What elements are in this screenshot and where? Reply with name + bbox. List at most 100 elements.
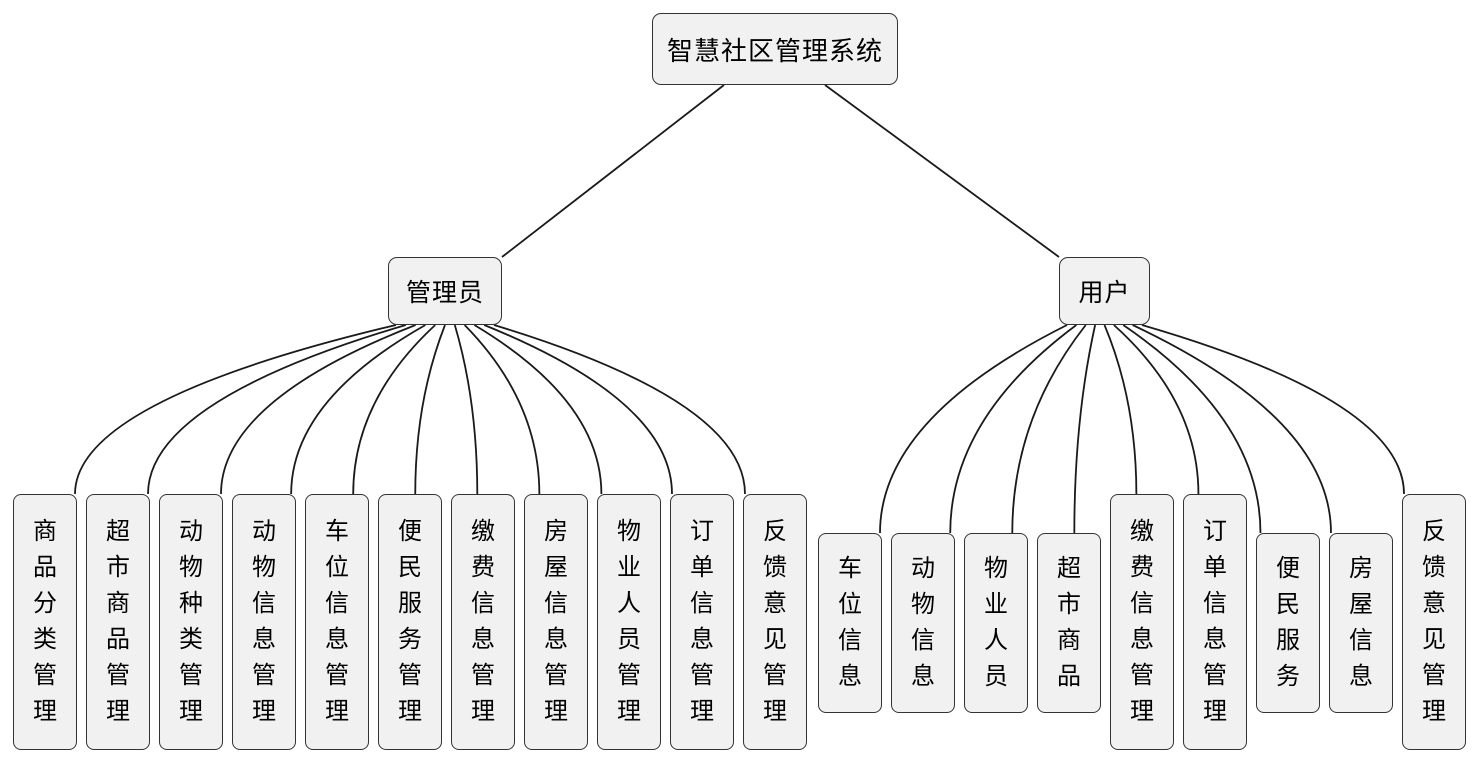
leaf-label-char: 人 <box>617 591 641 617</box>
leaf-label-char: 屋 <box>544 555 568 581</box>
connector-line <box>74 324 397 495</box>
leaf-label-char: 房 <box>544 519 568 545</box>
leaf-node-admin-7: 缴费信息管理 <box>451 494 515 750</box>
leaf-label-char: 位 <box>838 592 862 618</box>
branch-node-admin-label: 管理员 <box>405 280 484 307</box>
connector-line <box>879 324 1068 534</box>
leaf-label-char: 民 <box>1276 592 1300 618</box>
leaf-label-char: 服 <box>398 591 422 617</box>
connector-line <box>473 324 603 495</box>
leaf-node-user-1: 车位信息 <box>818 533 882 713</box>
leaf-label-char: 理 <box>252 699 276 725</box>
leaf-label-char: 信 <box>1130 591 1154 617</box>
leaf-label-char: 员 <box>984 664 1008 690</box>
leaf-label-char: 理 <box>1130 699 1154 725</box>
leaf-label-char: 反 <box>763 519 787 545</box>
leaf-label-char: 管 <box>544 663 568 689</box>
leaf-label-char: 管 <box>325 663 349 689</box>
leaf-label-char: 反 <box>1422 519 1446 545</box>
leaf-label-char: 类 <box>179 627 203 653</box>
leaf-node-admin-1: 商品分类管理 <box>13 494 77 750</box>
leaf-node-user-7: 便民服务 <box>1256 533 1320 713</box>
leaf-label-char: 动 <box>252 519 276 545</box>
leaf-label-char: 管 <box>690 663 714 689</box>
leaf-node-user-8: 房屋信息 <box>1329 533 1393 713</box>
branch-node-user: 用户 <box>1059 257 1150 325</box>
leaf-node-user-9: 反馈意见管理 <box>1402 494 1466 750</box>
leaf-label-char: 人 <box>984 628 1008 654</box>
leaf-label-char: 品 <box>106 627 130 653</box>
leaf-label-char: 商 <box>106 591 130 617</box>
leaf-label-char: 商 <box>33 519 57 545</box>
connector-line <box>824 84 1060 258</box>
leaf-label-char: 管 <box>763 663 787 689</box>
leaf-label-char: 车 <box>325 519 349 545</box>
leaf-label-char: 理 <box>1203 699 1227 725</box>
leaf-label-char: 见 <box>1422 627 1446 653</box>
leaf-node-admin-9: 物业人员管理 <box>597 494 661 750</box>
leaf-label-char: 管 <box>1130 663 1154 689</box>
leaf-label-char: 理 <box>690 699 714 725</box>
leaf-label-char: 息 <box>544 627 568 653</box>
leaf-label-char: 理 <box>325 699 349 725</box>
connector-line <box>290 324 426 495</box>
leaf-label-char: 员 <box>617 627 641 653</box>
leaf-label-char: 管 <box>398 663 422 689</box>
leaf-label-char: 订 <box>1203 519 1227 545</box>
leaf-label-char: 见 <box>763 627 787 653</box>
leaf-label-char: 信 <box>690 591 714 617</box>
leaf-label-char: 种 <box>179 591 203 617</box>
leaf-label-char: 信 <box>471 591 495 617</box>
connector-line <box>1113 324 1200 495</box>
connector-line <box>147 324 407 495</box>
leaf-label-char: 屋 <box>1349 592 1373 618</box>
connector-line <box>414 324 446 495</box>
leaf-label-char: 息 <box>1203 627 1227 653</box>
leaf-label-char: 位 <box>325 555 349 581</box>
leaf-node-admin-6: 便民服务管理 <box>378 494 442 750</box>
leaf-node-user-5: 缴费信息管理 <box>1110 494 1174 750</box>
connector-line <box>463 324 541 495</box>
branch-node-user-label: 用户 <box>1078 280 1131 307</box>
connector-line <box>949 324 1077 534</box>
leaf-label-char: 单 <box>1203 555 1227 581</box>
leaf-label-char: 缴 <box>471 519 495 545</box>
leaf-label-char: 管 <box>252 663 276 689</box>
leaf-label-char: 商 <box>1057 628 1081 654</box>
leaf-label-char: 馈 <box>1422 555 1446 581</box>
leaf-label-char: 物 <box>179 555 203 581</box>
leaf-node-user-4: 超市商品 <box>1037 533 1101 713</box>
leaf-node-admin-11: 反馈意见管理 <box>743 494 807 750</box>
connector-line <box>483 324 673 495</box>
leaf-label-char: 费 <box>471 555 495 581</box>
leaf-label-char: 民 <box>398 555 422 581</box>
leaf-label-char: 信 <box>1203 591 1227 617</box>
leaf-label-char: 管 <box>33 663 57 689</box>
leaf-label-char: 物 <box>911 592 935 618</box>
leaf-label-char: 车 <box>838 556 862 582</box>
leaf-label-char: 房 <box>1349 556 1373 582</box>
leaf-node-user-3: 物业人员 <box>964 533 1028 713</box>
leaf-label-char: 信 <box>252 591 276 617</box>
leaf-node-admin-10: 订单信息管理 <box>670 494 734 750</box>
leaf-label-char: 管 <box>617 663 641 689</box>
leaf-label-char: 息 <box>1349 664 1373 690</box>
leaf-node-admin-3: 动物种类管理 <box>159 494 223 750</box>
connector-line <box>501 84 725 258</box>
leaf-label-char: 信 <box>544 591 568 617</box>
leaf-node-admin-5: 车位信息管理 <box>305 494 369 750</box>
connector-line <box>220 324 416 495</box>
leaf-label-char: 理 <box>544 699 568 725</box>
leaf-label-char: 理 <box>1422 699 1446 725</box>
leaf-label-char: 物 <box>617 519 641 545</box>
connector-line <box>493 324 746 495</box>
leaf-label-char: 息 <box>325 627 349 653</box>
leaf-node-admin-2: 超市商品管理 <box>86 494 150 750</box>
leaf-label-char: 市 <box>1057 592 1081 618</box>
leaf-label-char: 单 <box>690 555 714 581</box>
leaf-label-char: 超 <box>1057 556 1081 582</box>
leaf-label-char: 动 <box>911 556 935 582</box>
leaf-label-char: 理 <box>179 699 203 725</box>
